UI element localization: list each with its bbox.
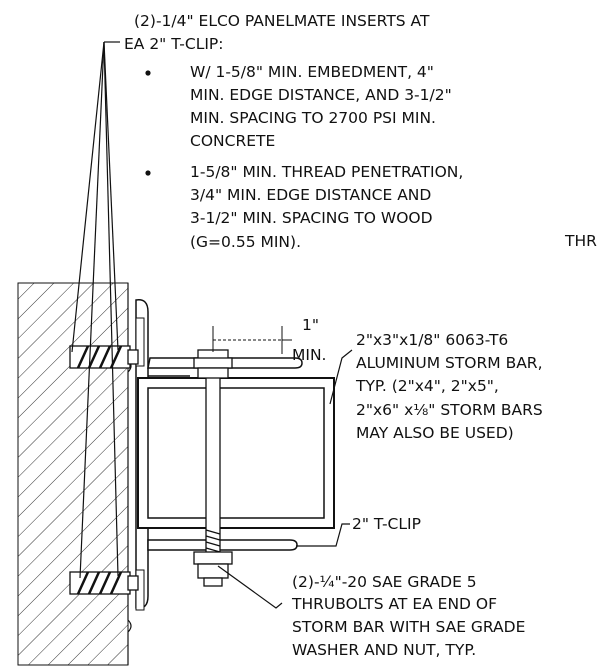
inserts-bullet1-line: MIN. EDGE DISTANCE, AND 3-1/2" <box>190 86 452 104</box>
leader-inserts <box>71 41 120 579</box>
bullet-2 <box>145 170 151 176</box>
dimension-value: 1" <box>302 316 319 334</box>
inserts-note-line2: EA 2" T-CLIP: <box>124 35 223 53</box>
thrubolt <box>193 349 233 587</box>
inserts-bullet1-line: W/ 1-5/8" MIN. EMBEDMENT, 4" <box>190 63 434 81</box>
inserts-note-line1: (2)-1/4" ELCO PANELMATE INSERTS AT <box>134 12 430 30</box>
cropped-label: THR <box>564 232 597 250</box>
dimension-min: MIN. <box>292 346 326 364</box>
t-clip-note: 2" T-CLIP <box>352 515 421 533</box>
thrubolts-note-line: WASHER AND NUT, TYP. <box>292 641 476 659</box>
thrubolts-note-line: THRUBOLTS AT EA END OF <box>291 595 497 613</box>
inserts-bullet2-line: 3-1/2" MIN. SPACING TO WOOD <box>190 209 433 227</box>
inserts-bullet1-line: MIN. SPACING TO 2700 PSI MIN. <box>190 109 436 127</box>
storm-bar-note-line: MAY ALSO BE USED) <box>356 424 514 442</box>
storm-bar-note-line: ALUMINUM STORM BAR, <box>356 354 543 372</box>
leader-thrubolts <box>217 565 283 609</box>
storm-bar-note-line: TYP. (2"x4", 2"x5", <box>355 377 499 395</box>
bullet-1 <box>145 70 151 76</box>
leader-t-clip <box>296 523 350 547</box>
storm-bar-note-line: 2"x3"x1/8" 6063-T6 <box>356 331 508 349</box>
storm-bar <box>137 377 335 529</box>
inserts-bullet2-line: 3/4" MIN. EDGE DISTANCE AND <box>190 186 431 204</box>
inserts-bullet2-line: 1-5/8" MIN. THREAD PENETRATION, <box>190 163 463 181</box>
inserts-bullet1-line: CONCRETE <box>190 132 275 150</box>
thrubolts-note-line: (2)-¼"-20 SAE GRADE 5 <box>292 573 477 591</box>
inserts-bullet2-line: (G=0.55 MIN). <box>190 233 301 251</box>
dimension-1in <box>212 326 292 354</box>
thrubolts-note-line: STORM BAR WITH SAE GRADE <box>292 618 525 636</box>
wall-face <box>127 283 132 665</box>
anchor-insert-upper <box>69 345 139 369</box>
storm-bar-note-line: 2"x6" x⅛" STORM BARS <box>356 401 543 419</box>
leader-storm-bar <box>329 349 353 405</box>
anchor-insert-lower <box>69 571 139 595</box>
